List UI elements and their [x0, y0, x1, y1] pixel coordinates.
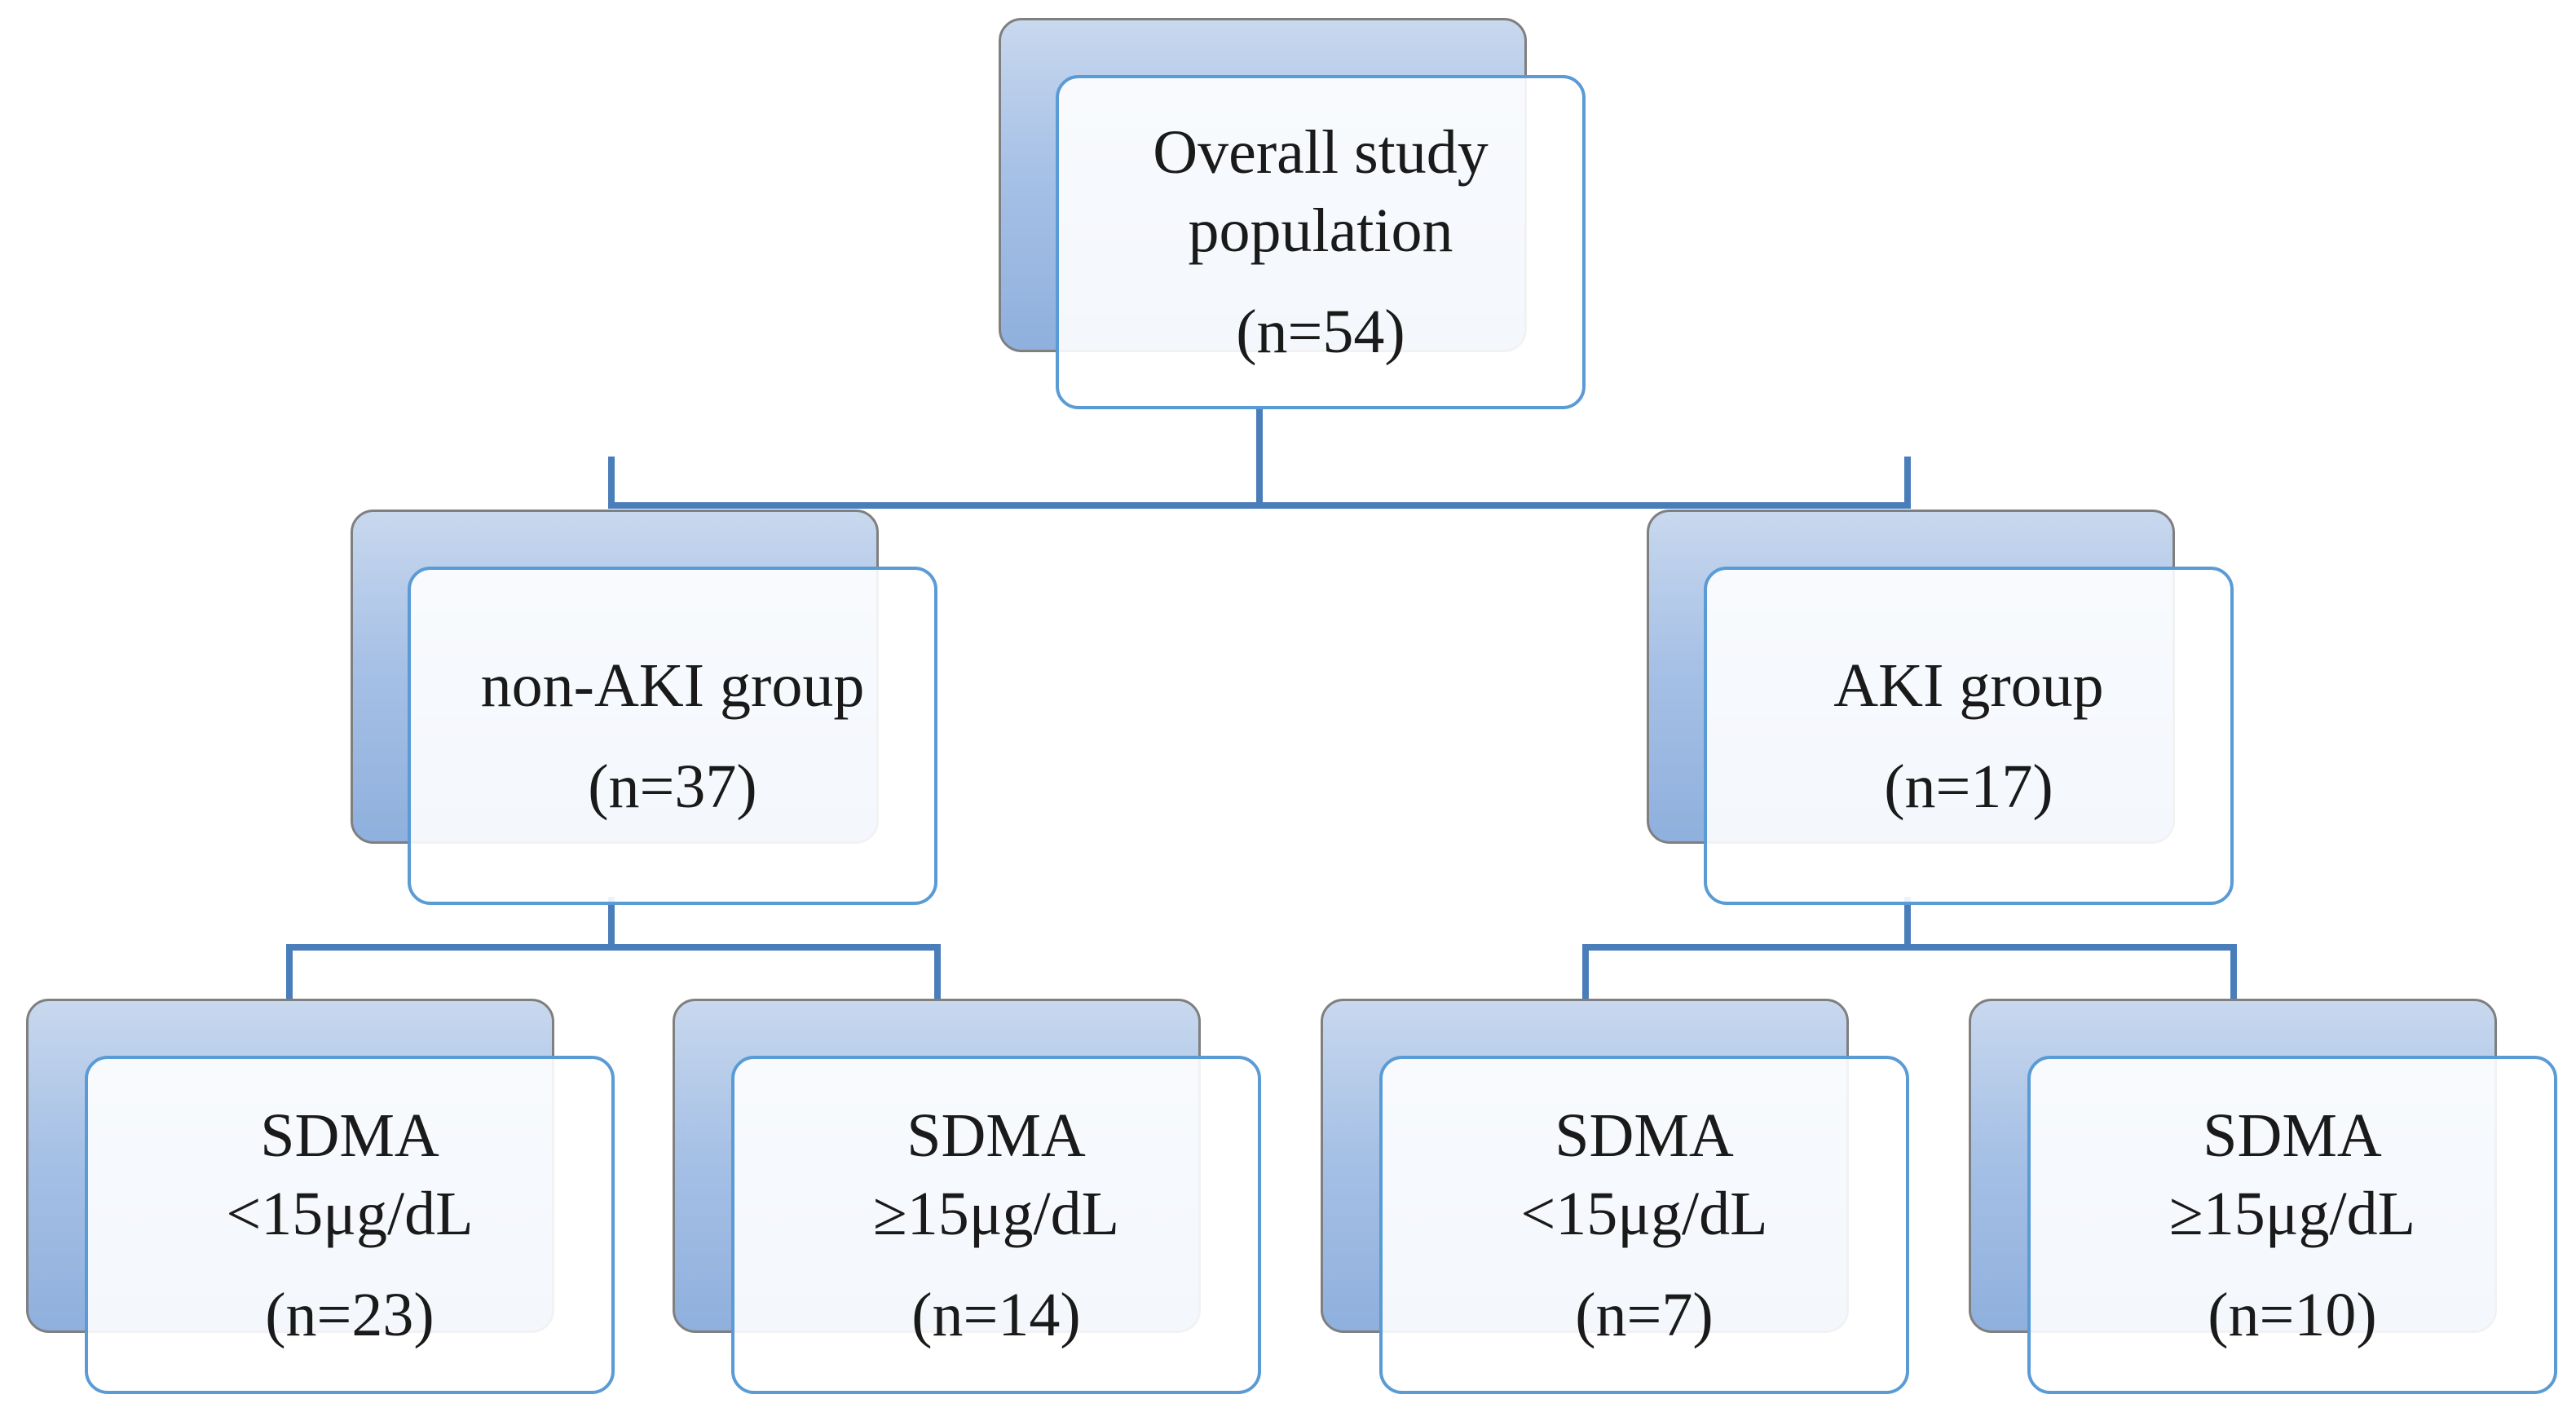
leaf-line1: SDMA [1555, 1101, 1734, 1170]
leaf-line1: SDMA [260, 1101, 439, 1170]
leaf-line2: <15μg/dL [1520, 1179, 1768, 1248]
node-aki-sdma-high: SDMA ≥15μg/dL (n=10) [1969, 999, 2560, 1394]
node-overall-population: Overall study population (n=54) [999, 18, 1586, 409]
node-card: SDMA <15μg/dL (n=23) [85, 1056, 615, 1394]
leaf-line2: ≥15μg/dL [2169, 1179, 2415, 1248]
connector-nonaki-children [286, 944, 941, 999]
node-non-aki-group: non-AKI group (n=37) [351, 510, 937, 905]
group-label: AKI group [1833, 651, 2104, 720]
node-card: SDMA ≥15μg/dL (n=14) [731, 1056, 1261, 1394]
node-card: Overall study population (n=54) [1056, 75, 1586, 409]
leaf-line1: SDMA [2203, 1101, 2382, 1170]
node-card: SDMA <15μg/dL (n=7) [1379, 1056, 1909, 1394]
node-card: non-AKI group (n=37) [408, 567, 937, 905]
leaf-count: (n=7) [1575, 1280, 1714, 1349]
node-non-aki-sdma-high: SDMA ≥15μg/dL (n=14) [673, 999, 1264, 1394]
root-count: (n=54) [1236, 298, 1405, 366]
leaf-count: (n=10) [2208, 1280, 2377, 1349]
node-aki-sdma-low: SDMA <15μg/dL (n=7) [1321, 999, 1912, 1394]
root-title-line2: population [1188, 196, 1453, 265]
group-count: (n=37) [588, 752, 757, 821]
node-aki-group: AKI group (n=17) [1647, 510, 2234, 905]
root-title-line1: Overall study [1153, 118, 1489, 187]
connector-aki-children [1582, 944, 2237, 999]
node-card: AKI group (n=17) [1704, 567, 2234, 905]
leaf-line2: <15μg/dL [226, 1179, 474, 1248]
leaf-line2: ≥15μg/dL [873, 1179, 1119, 1248]
leaf-count: (n=23) [265, 1280, 434, 1349]
leaf-line1: SDMA [906, 1101, 1086, 1170]
node-card: SDMA ≥15μg/dL (n=10) [2027, 1056, 2557, 1394]
group-label: non-AKI group [480, 651, 865, 720]
node-non-aki-sdma-low: SDMA <15μg/dL (n=23) [26, 999, 617, 1394]
leaf-count: (n=14) [911, 1280, 1081, 1349]
group-count: (n=17) [1884, 752, 2053, 821]
